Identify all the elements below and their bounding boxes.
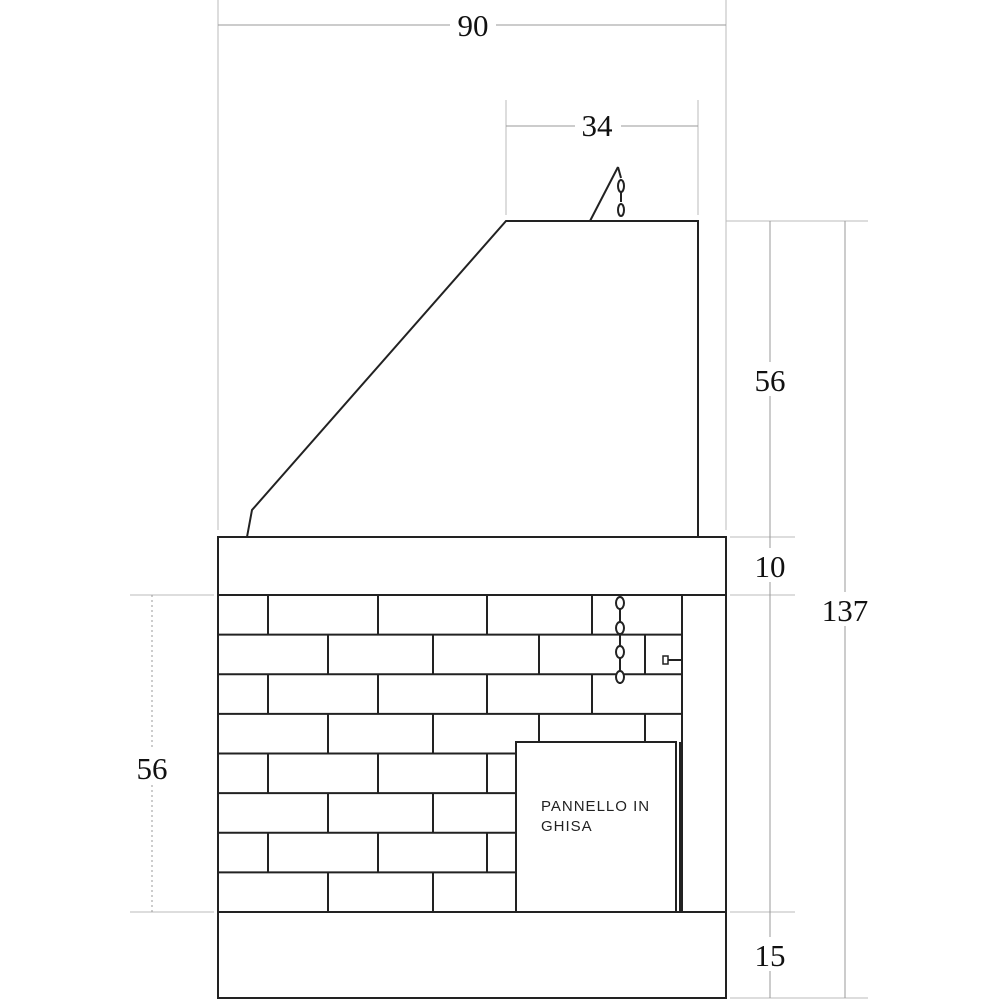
dim-base-height: 15 bbox=[755, 938, 786, 973]
mantel-band bbox=[217, 536, 727, 596]
extension-lines bbox=[130, 0, 868, 999]
dim-hood-height: 56 bbox=[755, 363, 786, 398]
base-plinth bbox=[217, 911, 727, 999]
dimension-labels: 90 34 56 10 137 56 15 bbox=[130, 8, 874, 973]
dim-mantel-height: 10 bbox=[755, 549, 786, 584]
chain-icon bbox=[589, 166, 625, 222]
dimension-lines bbox=[151, 24, 846, 998]
panel-label-line2: GHISA bbox=[541, 818, 593, 835]
damper-handle-icon bbox=[662, 655, 682, 665]
dim-hood-top-width: 34 bbox=[582, 108, 614, 143]
dim-total-width: 90 bbox=[458, 8, 489, 43]
brick-pattern bbox=[218, 595, 682, 912]
dim-total-height: 137 bbox=[822, 593, 869, 628]
hood-outline bbox=[246, 220, 699, 538]
cast-iron-panel: PANNELLO IN GHISA bbox=[515, 741, 681, 913]
dim-firebox-height: 56 bbox=[137, 751, 168, 786]
panel-label-line1: PANNELLO IN bbox=[541, 798, 650, 815]
damper-chain-icon bbox=[615, 596, 625, 684]
